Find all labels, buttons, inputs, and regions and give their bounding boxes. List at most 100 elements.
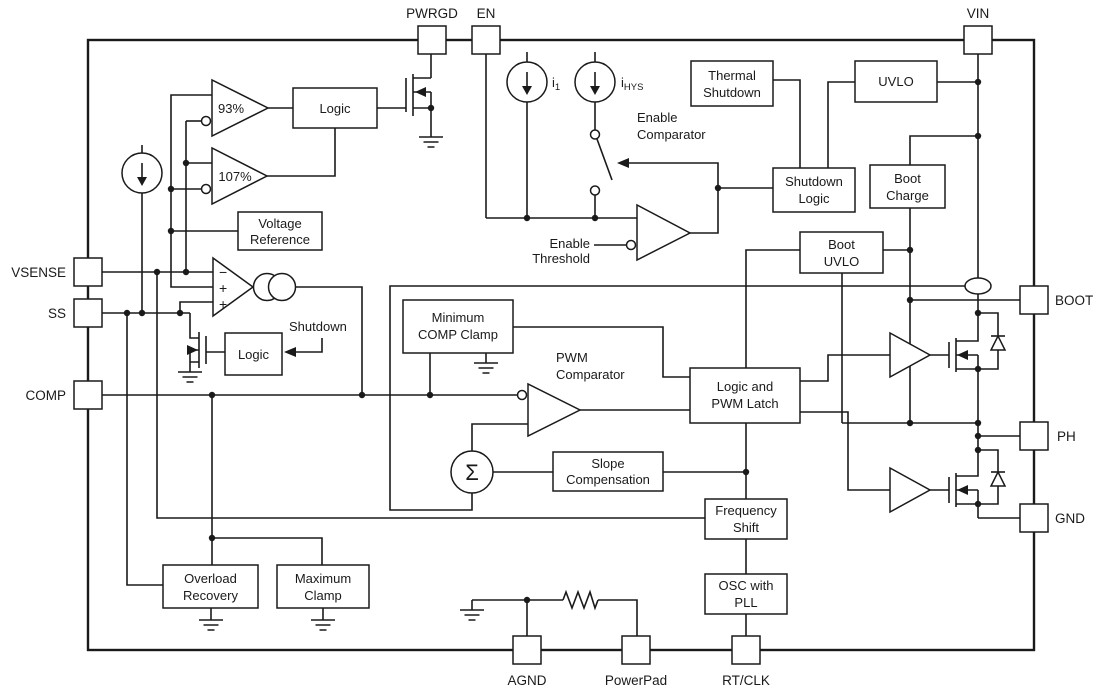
svg-text:Clamp: Clamp [304,588,342,603]
pin-gnd [1019,503,1049,533]
block-logic-pwm-latch: Logic and PWM Latch [689,367,801,424]
pin-labels: PWRGD EN VIN VSENSE SS COMP BOOT PH GND … [11,6,1093,688]
svg-text:Logic: Logic [798,191,830,206]
error-amp-plus: + [219,280,227,296]
inverting-bubble-icon [200,183,212,195]
mosfet-arrow-icon [187,345,198,355]
ground-symbols [178,136,498,631]
mosfet-arrow-icon [957,485,968,495]
summing-junction [450,450,494,494]
svg-text:Logic and: Logic and [717,379,773,394]
boot-label: BOOT [1055,293,1093,308]
powerpad-label: PowerPad [605,673,667,688]
pin-powerpad [621,635,651,665]
svg-text:Boot: Boot [828,237,855,252]
enable-threshold-label-1: Enable [550,236,590,251]
inverting-bubble-icon [516,389,528,401]
block-overload-recovery: Overload Recovery [162,564,259,609]
svg-text:UVLO: UVLO [824,254,859,269]
function-blocks: Logic Voltage Reference Logic Minimum CO… [162,60,946,615]
amplifiers [200,78,932,514]
svg-text:PWM Latch: PWM Latch [711,396,778,411]
block-uvlo: UVLO [854,60,938,103]
shutdown-ss-label: Shutdown [289,319,347,334]
low-side-driver [889,466,932,514]
svg-text:Compensation: Compensation [566,472,650,487]
pin-comp [73,380,103,410]
svg-text:Frequency: Frequency [715,503,777,518]
comp-label: COMP [26,388,67,403]
pin-ss [73,298,103,328]
svg-text:Minimum: Minimum [432,310,485,325]
svg-text:UVLO: UVLO [878,74,913,89]
vsense-label: VSENSE [11,265,66,280]
ihys-label: iHYS [621,75,643,93]
block-osc-with-pll: OSC with PLL [704,573,788,615]
block-slope-compensation: Slope Compensation [552,451,664,492]
hysteresis-switch [589,129,601,196]
svg-text:Charge: Charge [886,188,929,203]
arrow-down-icon [137,177,147,186]
error-amp-minus: − [219,264,227,280]
pin-pwrgd [417,25,447,55]
svg-text:Slope: Slope [591,456,624,471]
block-maximum-clamp: Maximum Clamp [276,564,370,609]
block-ss-logic: Logic [224,332,283,376]
body-diode-icon [989,334,1007,351]
ss-label: SS [48,306,66,321]
svg-text:Logic: Logic [319,101,351,116]
block-voltage-reference: Voltage Reference [237,211,323,251]
svg-text:Shift: Shift [733,520,759,535]
pins [73,25,1049,665]
enable-comparator-label-2: Comparator [637,127,706,142]
ph-label: PH [1057,429,1076,444]
pwm-comparator-label-1: PWM [556,350,588,365]
vin-label: VIN [967,6,990,21]
current-sense-icon [964,277,992,295]
pin-boot [1019,285,1049,315]
svg-text:Overload: Overload [184,571,237,586]
gm-symbol-icon [267,272,297,302]
i1-label: i1 [552,75,560,93]
svg-text:Shutdown: Shutdown [703,85,761,100]
error-amplifier [212,256,255,318]
wires [102,52,1021,636]
en-label: EN [477,6,496,21]
enable-comparator-label-1: Enable [637,110,677,125]
block-pwrgd-logic: Logic [292,87,378,129]
svg-text:OSC with: OSC with [719,578,774,593]
error-amp-plus2: + [219,296,227,312]
shutdown-arrow-icon [284,347,296,357]
high-side-driver [889,331,932,379]
arrow-down-icon [522,86,532,95]
block-shutdown-logic: Shutdown Logic [772,167,856,213]
junction-dots [123,78,982,604]
svg-text:Recovery: Recovery [183,588,238,603]
pin-ph [1019,421,1049,451]
pct107-label: 107% [218,169,252,184]
sigma-label: Σ [465,460,479,485]
rtclk-label: RT/CLK [722,673,770,688]
arrow-down-icon [590,86,600,95]
svg-text:COMP Clamp: COMP Clamp [418,327,498,342]
gnd-label: GND [1055,511,1085,526]
pwm-comparator-label-2: Comparator [556,367,625,382]
pwrgd-93-comparator [211,78,270,138]
pwrgd-107-comparator [211,146,269,206]
pct93-label: 93% [218,101,244,116]
block-minimum-comp-clamp: Minimum COMP Clamp [402,299,514,354]
pwrgd-label: PWRGD [406,6,458,21]
pin-agnd [512,635,542,665]
inverting-bubble-icon [200,115,212,127]
enable-threshold-label-2: Threshold [532,251,590,266]
pin-rtclk [731,635,761,665]
svg-text:Reference: Reference [250,232,310,247]
svg-text:Maximum: Maximum [295,571,351,586]
block-boot-uvlo: Boot UVLO [799,231,884,274]
feedback-arrow-icon [617,158,629,168]
svg-text:Thermal: Thermal [708,68,756,83]
pin-vsense [73,257,103,287]
block-frequency-shift: Frequency Shift [704,498,788,540]
